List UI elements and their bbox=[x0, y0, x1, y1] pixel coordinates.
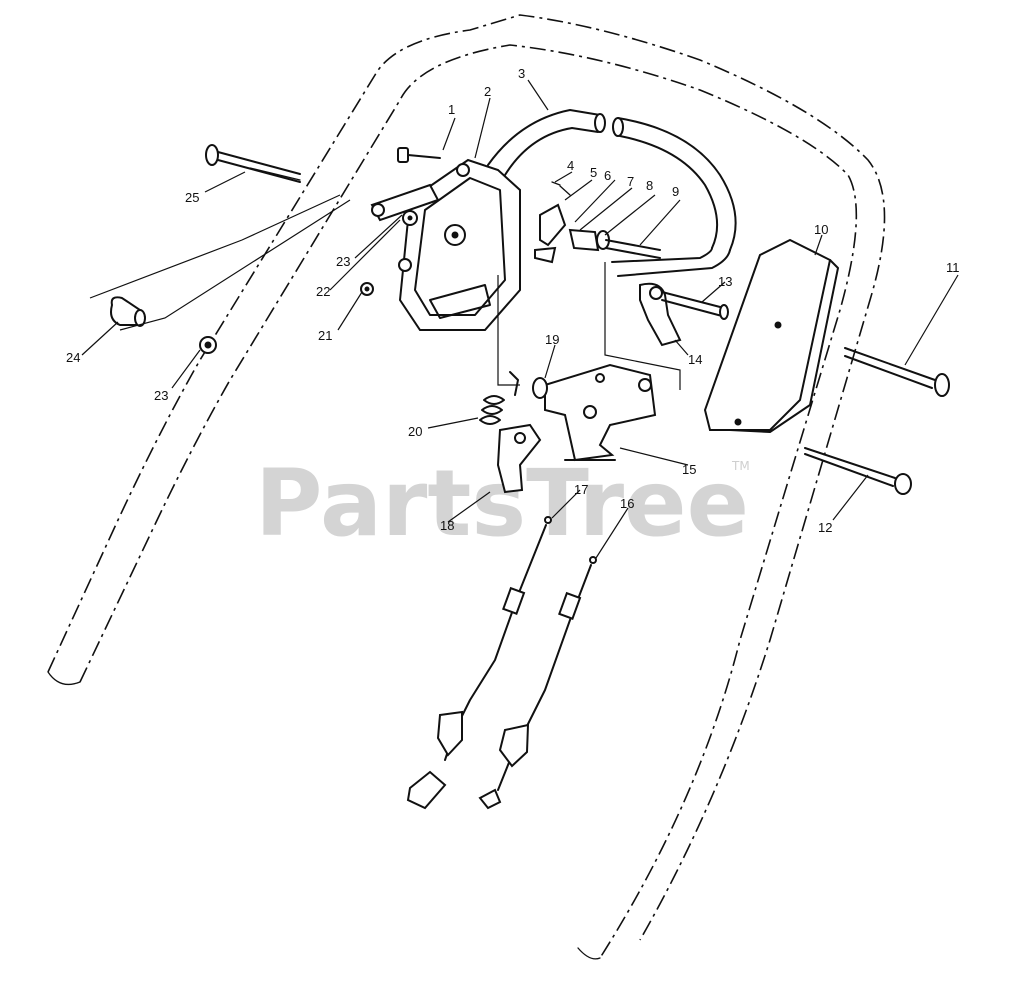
callout-14: 14 bbox=[688, 352, 702, 367]
callout-1: 1 bbox=[448, 102, 455, 117]
callout-18: 18 bbox=[440, 518, 454, 533]
callout-6: 6 bbox=[604, 168, 611, 183]
bushing-24 bbox=[110, 296, 146, 327]
bolt-12 bbox=[804, 447, 912, 495]
callout-17: 17 bbox=[574, 482, 588, 497]
callout-22: 22 bbox=[316, 284, 330, 299]
callout-24: 24 bbox=[66, 350, 80, 365]
washer-22 bbox=[402, 210, 418, 226]
nut-23-lower bbox=[199, 336, 217, 354]
callout-19: 19 bbox=[545, 332, 559, 347]
callout-9: 9 bbox=[672, 184, 679, 199]
cable-17 bbox=[406, 516, 552, 810]
callout-12: 12 bbox=[818, 520, 832, 535]
callout-4: 4 bbox=[567, 158, 574, 173]
callout-labels: 1 2 3 4 5 6 7 8 9 10 11 12 13 14 15 16 1… bbox=[66, 66, 960, 535]
callout-16: 16 bbox=[620, 496, 634, 511]
bolt-25 bbox=[205, 144, 301, 183]
pivot-parts bbox=[534, 181, 661, 264]
bolt-1 bbox=[397, 147, 441, 163]
spring-20 bbox=[479, 371, 519, 425]
callout-7: 7 bbox=[627, 174, 634, 189]
assembly-lines bbox=[89, 194, 681, 390]
callout-13: 13 bbox=[718, 274, 732, 289]
callout-5: 5 bbox=[590, 165, 597, 180]
callout-8: 8 bbox=[646, 178, 653, 193]
left-housing bbox=[398, 158, 521, 331]
callout-23-lower: 23 bbox=[154, 388, 168, 403]
callout-11: 11 bbox=[946, 260, 960, 275]
callout-leaders bbox=[81, 79, 959, 559]
callout-21: 21 bbox=[318, 328, 332, 343]
callout-23-upper: 23 bbox=[336, 254, 350, 269]
callout-20: 20 bbox=[408, 424, 422, 439]
watermark-tm: TM bbox=[731, 459, 750, 473]
lever-18 bbox=[496, 423, 542, 494]
cable-16 bbox=[478, 556, 597, 810]
upper-handle-frame bbox=[47, 14, 886, 960]
bail-handle bbox=[487, 109, 737, 277]
callout-25: 25 bbox=[185, 190, 199, 205]
lever-14 bbox=[639, 282, 729, 347]
nut-21 bbox=[360, 282, 374, 296]
callout-10: 10 bbox=[814, 222, 828, 237]
spacer-19 bbox=[532, 377, 548, 399]
callout-15: 15 bbox=[682, 462, 696, 477]
callout-2: 2 bbox=[484, 84, 491, 99]
bracket-15 bbox=[544, 363, 657, 462]
callout-3: 3 bbox=[518, 66, 525, 81]
right-housing bbox=[703, 238, 839, 433]
left-bracket bbox=[370, 183, 440, 222]
bolt-11 bbox=[844, 347, 950, 397]
